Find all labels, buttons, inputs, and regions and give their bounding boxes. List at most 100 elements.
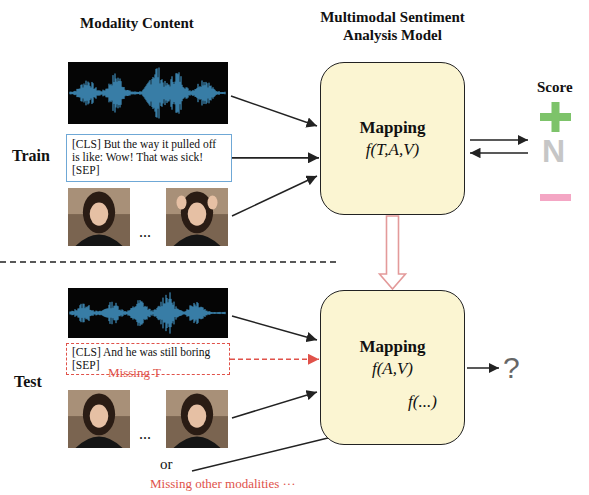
input-arrow: [470, 152, 528, 154]
waveform-bar: [75, 309, 76, 317]
waveform-bar: [114, 306, 115, 321]
waveform-bar: [180, 82, 181, 104]
waveform-bar: [137, 92, 138, 94]
waveform-bar: [194, 303, 195, 323]
waveform-bar: [143, 90, 144, 96]
waveform-bar: [75, 91, 76, 95]
waveform-bar: [123, 310, 124, 316]
waveform-bar: [176, 73, 177, 112]
waveform-bar: [161, 302, 162, 325]
hair: [181, 191, 213, 233]
waveform-bar: [127, 90, 128, 96]
waveform-bar: [158, 307, 159, 320]
input-arrow: [470, 139, 528, 141]
waveform-bar: [170, 86, 171, 99]
mapping-formula: f(...): [351, 392, 494, 412]
waveform-bar: [89, 305, 90, 321]
waveform-bar: [168, 302, 169, 323]
phase-label: Test: [14, 372, 42, 391]
waveform-bar: [217, 312, 218, 313]
waveform-bar: [194, 91, 195, 95]
waveform-bar: [157, 68, 158, 117]
waveform-bar: [216, 312, 217, 313]
waveform-bar: [204, 82, 205, 104]
frame-background: [68, 390, 130, 448]
waveform-bar: [139, 303, 140, 323]
waveform-bar: [199, 307, 200, 318]
waveform-bar: [124, 312, 125, 315]
waveform-bar: [93, 83, 94, 103]
waveform-bar: [208, 312, 209, 314]
waveform-bar: [88, 82, 89, 105]
waveform-bar: [221, 92, 222, 94]
frame-background: [166, 188, 228, 246]
waveform-bar: [119, 81, 120, 105]
waveform-bar: [145, 87, 146, 99]
plus-symbol: [552, 102, 560, 132]
waveform-bar: [86, 81, 87, 106]
waveform-bar: [164, 87, 165, 99]
waveform-bar: [108, 89, 109, 98]
waveform-bar: [91, 310, 92, 316]
ellipsis: ...: [139, 222, 151, 241]
waveform-bar: [161, 80, 162, 106]
waveform-bar: [198, 84, 199, 102]
waveform-bar: [186, 311, 187, 315]
waveform-bar: [79, 308, 80, 317]
waveform-bar: [87, 85, 88, 101]
waveform-bar: [207, 311, 208, 316]
waveform-bar: [183, 312, 184, 315]
input-arrow: [231, 96, 317, 126]
waveform-bar: [119, 310, 120, 316]
waveform-bar: [70, 312, 71, 315]
waveform-bar: [147, 306, 148, 319]
waveform-bar: [160, 83, 161, 102]
waveform-bar: [178, 309, 179, 317]
waveform-bar: [177, 73, 178, 112]
waveform-bar: [193, 307, 194, 320]
waveform-bar: [207, 83, 208, 103]
waveform-bar: [101, 91, 102, 94]
waveform-bar: [126, 91, 127, 96]
input-arrow: [232, 392, 317, 418]
waveform-bar: [136, 306, 137, 320]
heading: Score: [537, 78, 573, 96]
audio-waveform: [68, 62, 228, 124]
waveform-bar: [151, 84, 152, 101]
waveform-bar: [98, 90, 99, 95]
waveform-bar: [174, 302, 175, 325]
model-box: Mappingf(T,A,V): [320, 62, 465, 215]
waveform-bar: [221, 312, 222, 313]
waveform-bar: [225, 312, 226, 314]
waveform-bar: [175, 82, 176, 105]
waveform-bar: [94, 89, 95, 97]
waveform-bar: [84, 304, 85, 322]
frozen-model-box: Mappingf(A,V)f(...): [320, 290, 465, 445]
waveform-bar: [108, 308, 109, 317]
waveform-bar: [100, 311, 101, 315]
waveform-bar: [98, 312, 99, 315]
waveform-bar: [212, 312, 213, 314]
waveform-bar: [92, 311, 93, 316]
shirt: [75, 234, 122, 246]
ellipsis: ...: [139, 424, 151, 443]
transfer-arrow: [380, 216, 406, 289]
waveform-bar: [120, 79, 121, 108]
waveform-bar: [71, 311, 72, 314]
waveform-bar: [133, 306, 134, 319]
video-frame: [68, 390, 130, 448]
mapping-formula: f(A,V): [321, 359, 464, 379]
waveform-bar: [135, 307, 136, 319]
waveform-bar: [215, 312, 216, 314]
waveform-bar: [100, 90, 101, 95]
waveform-bar: [210, 86, 211, 100]
waveform-bar: [193, 90, 194, 96]
waveform-bar: [136, 92, 137, 94]
waveform-bar: [111, 84, 112, 102]
waveform-bar: [117, 306, 118, 321]
waveform-bar: [87, 307, 88, 318]
waveform-bar: [218, 312, 219, 314]
waveform-bar: [170, 292, 171, 333]
unknown-output: ?: [503, 350, 520, 386]
waveform-bar: [169, 85, 170, 102]
